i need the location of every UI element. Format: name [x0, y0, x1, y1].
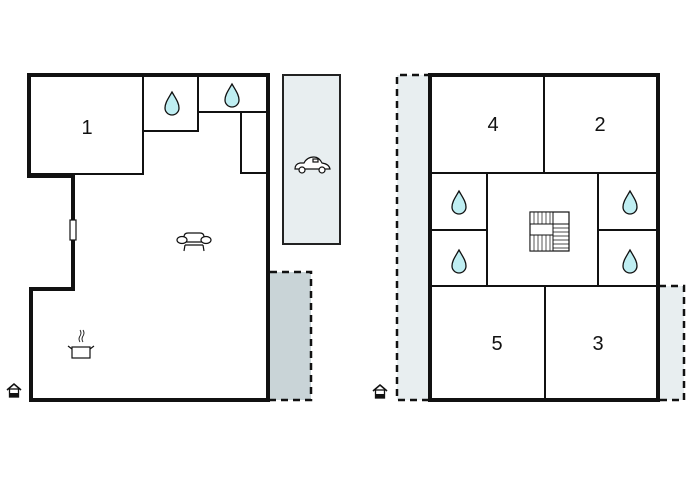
- water-drop-icon: [451, 248, 467, 274]
- balcony-right-border: [659, 284, 686, 402]
- entrance-house-icon: [372, 383, 388, 399]
- room-4-label: 4: [487, 114, 498, 136]
- balcony-left: [397, 75, 429, 400]
- room-5-label: 5: [491, 333, 502, 355]
- upper-floor: 4 2 5 3: [372, 73, 686, 402]
- water-drop-icon: [622, 189, 638, 215]
- ground-floor: 1: [6, 73, 341, 402]
- staircase-icon: [529, 211, 570, 252]
- room-3-label: 3: [592, 333, 603, 355]
- water-drop-icon: [622, 248, 638, 274]
- water-drop-icon: [164, 90, 180, 116]
- interior-walls: [430, 75, 658, 400]
- window: [69, 219, 77, 241]
- car-icon: [294, 156, 331, 174]
- cooking-pot-icon: [67, 329, 95, 359]
- interior-walls: [29, 75, 266, 175]
- terrace: [270, 272, 311, 400]
- room-2-label: 2: [594, 114, 605, 136]
- exterior-wall: [27, 73, 270, 402]
- entrance-house-icon: [6, 382, 22, 398]
- sofa-icon: [176, 232, 212, 252]
- water-drop-icon: [224, 82, 240, 108]
- balcony-left-border: [395, 73, 431, 402]
- balcony-right: [659, 286, 684, 400]
- water-drop-icon: [451, 189, 467, 215]
- room-1-label: 1: [81, 117, 92, 139]
